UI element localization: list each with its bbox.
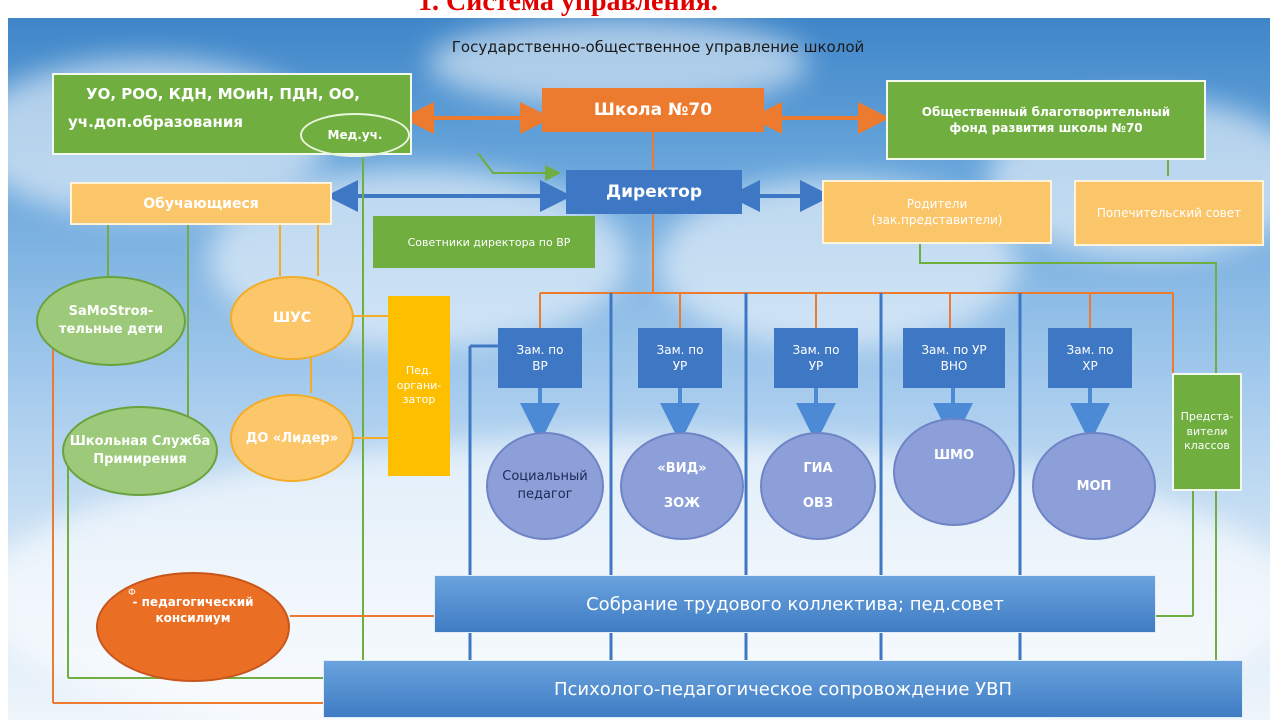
leader-ellipse: ДО «Лидер» — [230, 394, 354, 482]
diagram-canvas: Государственно-общественное управление ш… — [8, 18, 1270, 720]
ped-council-mark: Ф — [128, 588, 136, 598]
students-box: Обучающиеся — [70, 182, 332, 225]
parents-box: Родители (зак.представители) — [822, 180, 1052, 244]
shmo-ellipse: ШМО — [893, 418, 1015, 526]
social-pedagogue-ellipse: Социальный педагог — [486, 432, 604, 540]
shus-ellipse: ШУС — [230, 276, 354, 360]
deputy-box-ur-vno: Зам. по УР ВНО — [903, 328, 1005, 388]
director-box: Директор — [566, 170, 742, 214]
school-box: Школа №70 — [542, 88, 764, 132]
page-heading: 1. Система управления. — [418, 0, 718, 17]
advisors-accent — [373, 216, 383, 268]
agencies-line2: уч.доп.образования — [68, 113, 244, 131]
ped-council-ellipse: Ф - педагогический консилиум — [96, 572, 290, 682]
deputy-box-vr: Зам. по ВР — [498, 328, 582, 388]
advisors-label: Советники директора по ВР — [383, 216, 595, 268]
deputy-box-ur-2: Зам. по УР — [774, 328, 858, 388]
agencies-line1: УО, РОО, КДН, МОиН, ПДН, ОО, — [86, 85, 360, 103]
reconciliation-ellipse: Школьная Служба Примирения — [62, 406, 218, 496]
med-unit-ellipse: Мед.уч. — [300, 113, 410, 157]
staff-assembly-bar: Собрание трудового коллектива; пед.совет — [434, 575, 1156, 633]
class-reps-box: Предста- вители классов — [1172, 373, 1242, 491]
mop-ellipse: МОП — [1032, 432, 1156, 540]
ped-council-label: - педагогический консилиум — [132, 595, 254, 626]
advisors-box: Советники директора по ВР — [373, 216, 595, 268]
trustees-box: Попечительский совет — [1074, 180, 1264, 246]
vid-zozh-ellipse: «ВИД» ЗОЖ — [620, 432, 744, 540]
fund-box: Общественный благотворительный фонд разв… — [886, 80, 1206, 160]
samostroy-ellipse: SaMoStroя- тельные дети — [36, 276, 186, 366]
gia-ovz-ellipse: ГИА ОВЗ — [760, 432, 876, 540]
diagram-subtitle: Государственно-общественное управление ш… — [451, 38, 865, 56]
psych-support-bar: Психолого-педагогическое сопровождение У… — [323, 660, 1243, 718]
deputy-box-hr: Зам. по ХР — [1048, 328, 1132, 388]
ped-organizer-box: Пед. органи- затор — [388, 296, 450, 476]
deputy-box-ur-1: Зам. по УР — [638, 328, 722, 388]
